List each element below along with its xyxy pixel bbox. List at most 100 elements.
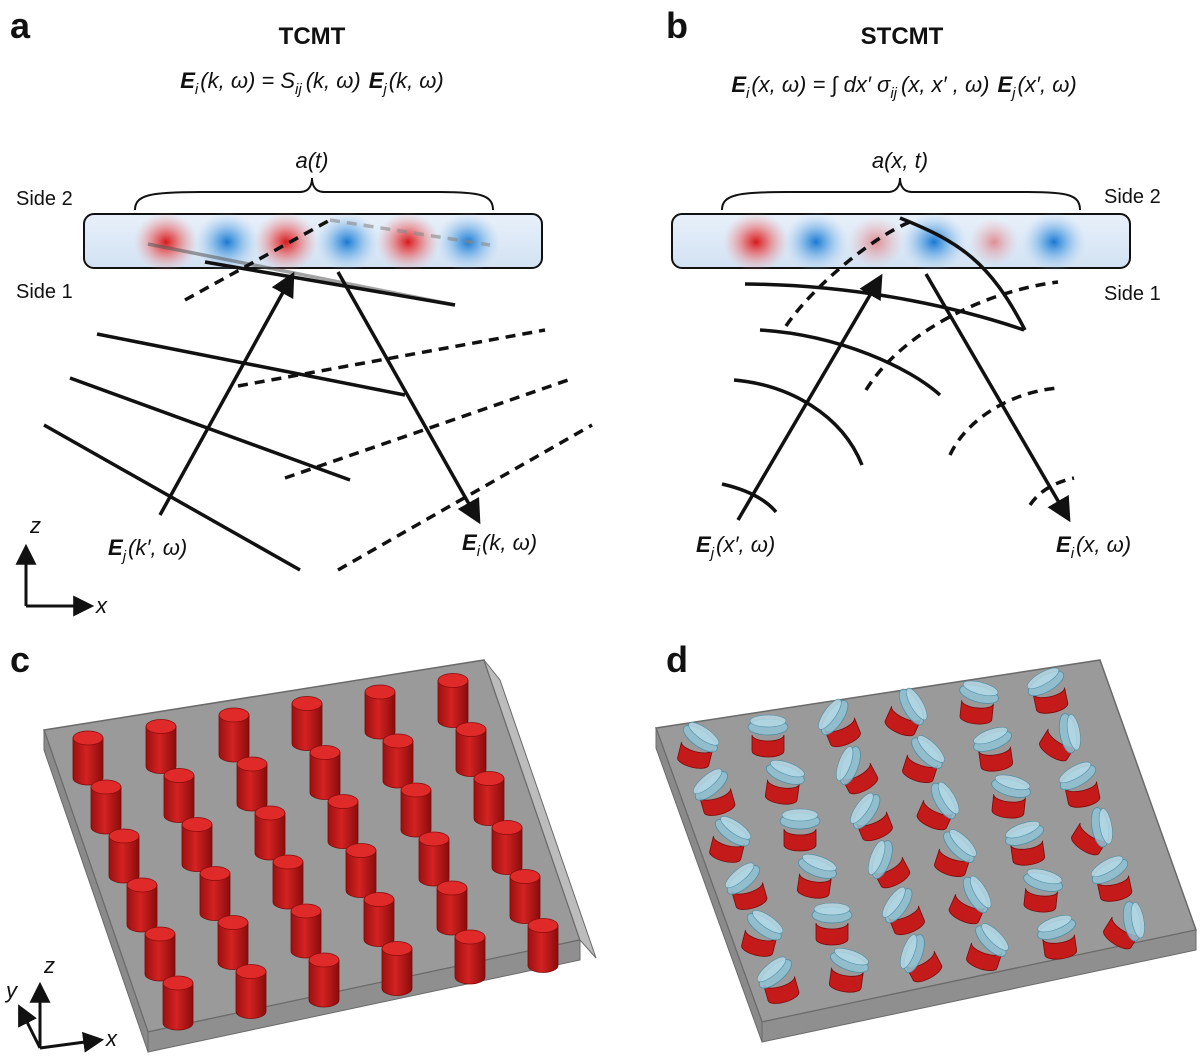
meta-atom	[811, 902, 853, 946]
meta-atom	[966, 923, 1009, 971]
panel-a-out-label: Ei(k, ω)	[462, 530, 537, 560]
mode-lobe-blue	[784, 212, 848, 272]
panel-a-mode-label: a(t)	[296, 148, 329, 173]
panel-a-incident-wavefronts	[43, 242, 456, 572]
meta-atom	[756, 956, 800, 1004]
wavefront-arc	[759, 328, 942, 397]
meta-atom	[764, 759, 805, 805]
pillar	[454, 929, 486, 985]
meta-atom	[724, 862, 768, 910]
meta-atom	[973, 726, 1014, 772]
panel-c-axes: y z x	[4, 953, 118, 1053]
meta-atom	[709, 816, 752, 863]
meta-atom	[959, 680, 999, 725]
panel-a-mode-field	[134, 212, 500, 272]
panel-c-letter: c	[10, 639, 30, 680]
panel-d-pillars	[677, 667, 1145, 1004]
panel-a-letter: a	[10, 5, 31, 46]
panel-b-brace	[721, 177, 1081, 211]
meta-atom	[948, 875, 992, 925]
pillar	[400, 782, 432, 838]
panel-b-side2: Side 2	[1104, 186, 1161, 208]
pillar	[363, 892, 395, 947]
wavefront-arc	[721, 482, 778, 514]
wavefront-dashed-arc	[948, 386, 1059, 456]
x-axis-label: x	[95, 593, 108, 618]
wavefront-line	[96, 332, 406, 397]
meta-atom	[1103, 901, 1145, 950]
meta-atom	[1058, 761, 1101, 808]
pillar	[218, 707, 250, 763]
y-axis-label: y	[4, 978, 19, 1003]
meta-atom	[850, 792, 893, 842]
pillar	[144, 926, 176, 982]
pillar	[382, 733, 414, 789]
pillar	[90, 779, 122, 835]
panel-b-mode-label: a(x, t)	[872, 148, 928, 173]
panel-b-letter: b	[666, 5, 688, 46]
meta-atom	[1039, 713, 1081, 762]
panel-a-side1: Side 1	[16, 281, 73, 303]
meta-atom	[692, 768, 736, 816]
meta-atom	[1023, 868, 1063, 913]
mode-lobe-red	[723, 212, 789, 272]
meta-atom	[934, 829, 977, 877]
meta-atom	[902, 735, 945, 783]
pillar	[345, 843, 377, 898]
meta-atom	[779, 808, 821, 852]
pillar	[455, 722, 487, 777]
meta-atom	[828, 947, 869, 993]
pillar	[108, 828, 140, 884]
pillar	[163, 768, 195, 823]
meta-atom	[882, 886, 925, 936]
pillar	[235, 964, 267, 1019]
z-axis-label: z	[29, 513, 41, 538]
wavefront-line	[69, 376, 351, 482]
x-axis-arrow	[39, 1031, 105, 1053]
mode-lobe-red	[376, 212, 440, 272]
wavefront-arc	[899, 216, 1027, 331]
panel-c-substrate-side-right	[483, 659, 597, 959]
panel-a-brace	[134, 177, 494, 211]
x-axis-label: x	[105, 1026, 118, 1051]
pillar	[145, 719, 177, 774]
wavefront-dashed-arc	[864, 280, 1059, 391]
meta-atom	[1005, 820, 1046, 866]
wavefront-dashed	[184, 218, 331, 302]
meta-atom	[991, 774, 1031, 819]
panel-b-incident-arrow	[736, 273, 883, 521]
meta-atom	[1071, 807, 1113, 856]
panel-d-letter: d	[666, 639, 688, 680]
pillar	[418, 831, 450, 887]
pillar	[509, 869, 541, 924]
panel-c-pillars	[72, 673, 559, 1031]
pillar	[126, 877, 158, 933]
meta-atom	[796, 853, 837, 899]
mode-lobe-red	[254, 212, 318, 272]
panel-d: d	[654, 639, 1197, 1043]
pillar	[162, 975, 194, 1031]
y-axis-arrow	[18, 1004, 42, 1049]
panel-a-reflected-wavefronts	[184, 218, 593, 572]
wavefront-arc	[733, 378, 864, 466]
mode-lobe-red	[134, 212, 198, 272]
pillar	[309, 745, 341, 800]
meta-atom	[1026, 667, 1069, 714]
meta-atom	[835, 746, 879, 795]
panel-a-incident-arrow	[158, 271, 295, 516]
pillar	[291, 696, 323, 751]
panel-a-title: TCMT	[279, 23, 346, 50]
pillar	[473, 771, 505, 826]
panel-b-equation: Ei(x, ω) = ∫ dx′ σij(x, x′ , ω)Ej(x′, ω)	[731, 72, 1076, 102]
pillar	[308, 952, 340, 1008]
pillar	[181, 817, 213, 872]
wavefront-dashed	[329, 218, 491, 247]
panel-a-reflected-arrow	[336, 271, 481, 525]
wavefront-dashed	[337, 423, 593, 572]
panel-a-equation: Ei(k, ω) = Sij(k, ω)Ej(k, ω)	[180, 68, 444, 98]
pillar	[236, 756, 268, 812]
meta-atom	[1090, 855, 1133, 902]
panel-a-axes: z x	[15, 513, 108, 618]
wavefront-line	[204, 260, 456, 307]
